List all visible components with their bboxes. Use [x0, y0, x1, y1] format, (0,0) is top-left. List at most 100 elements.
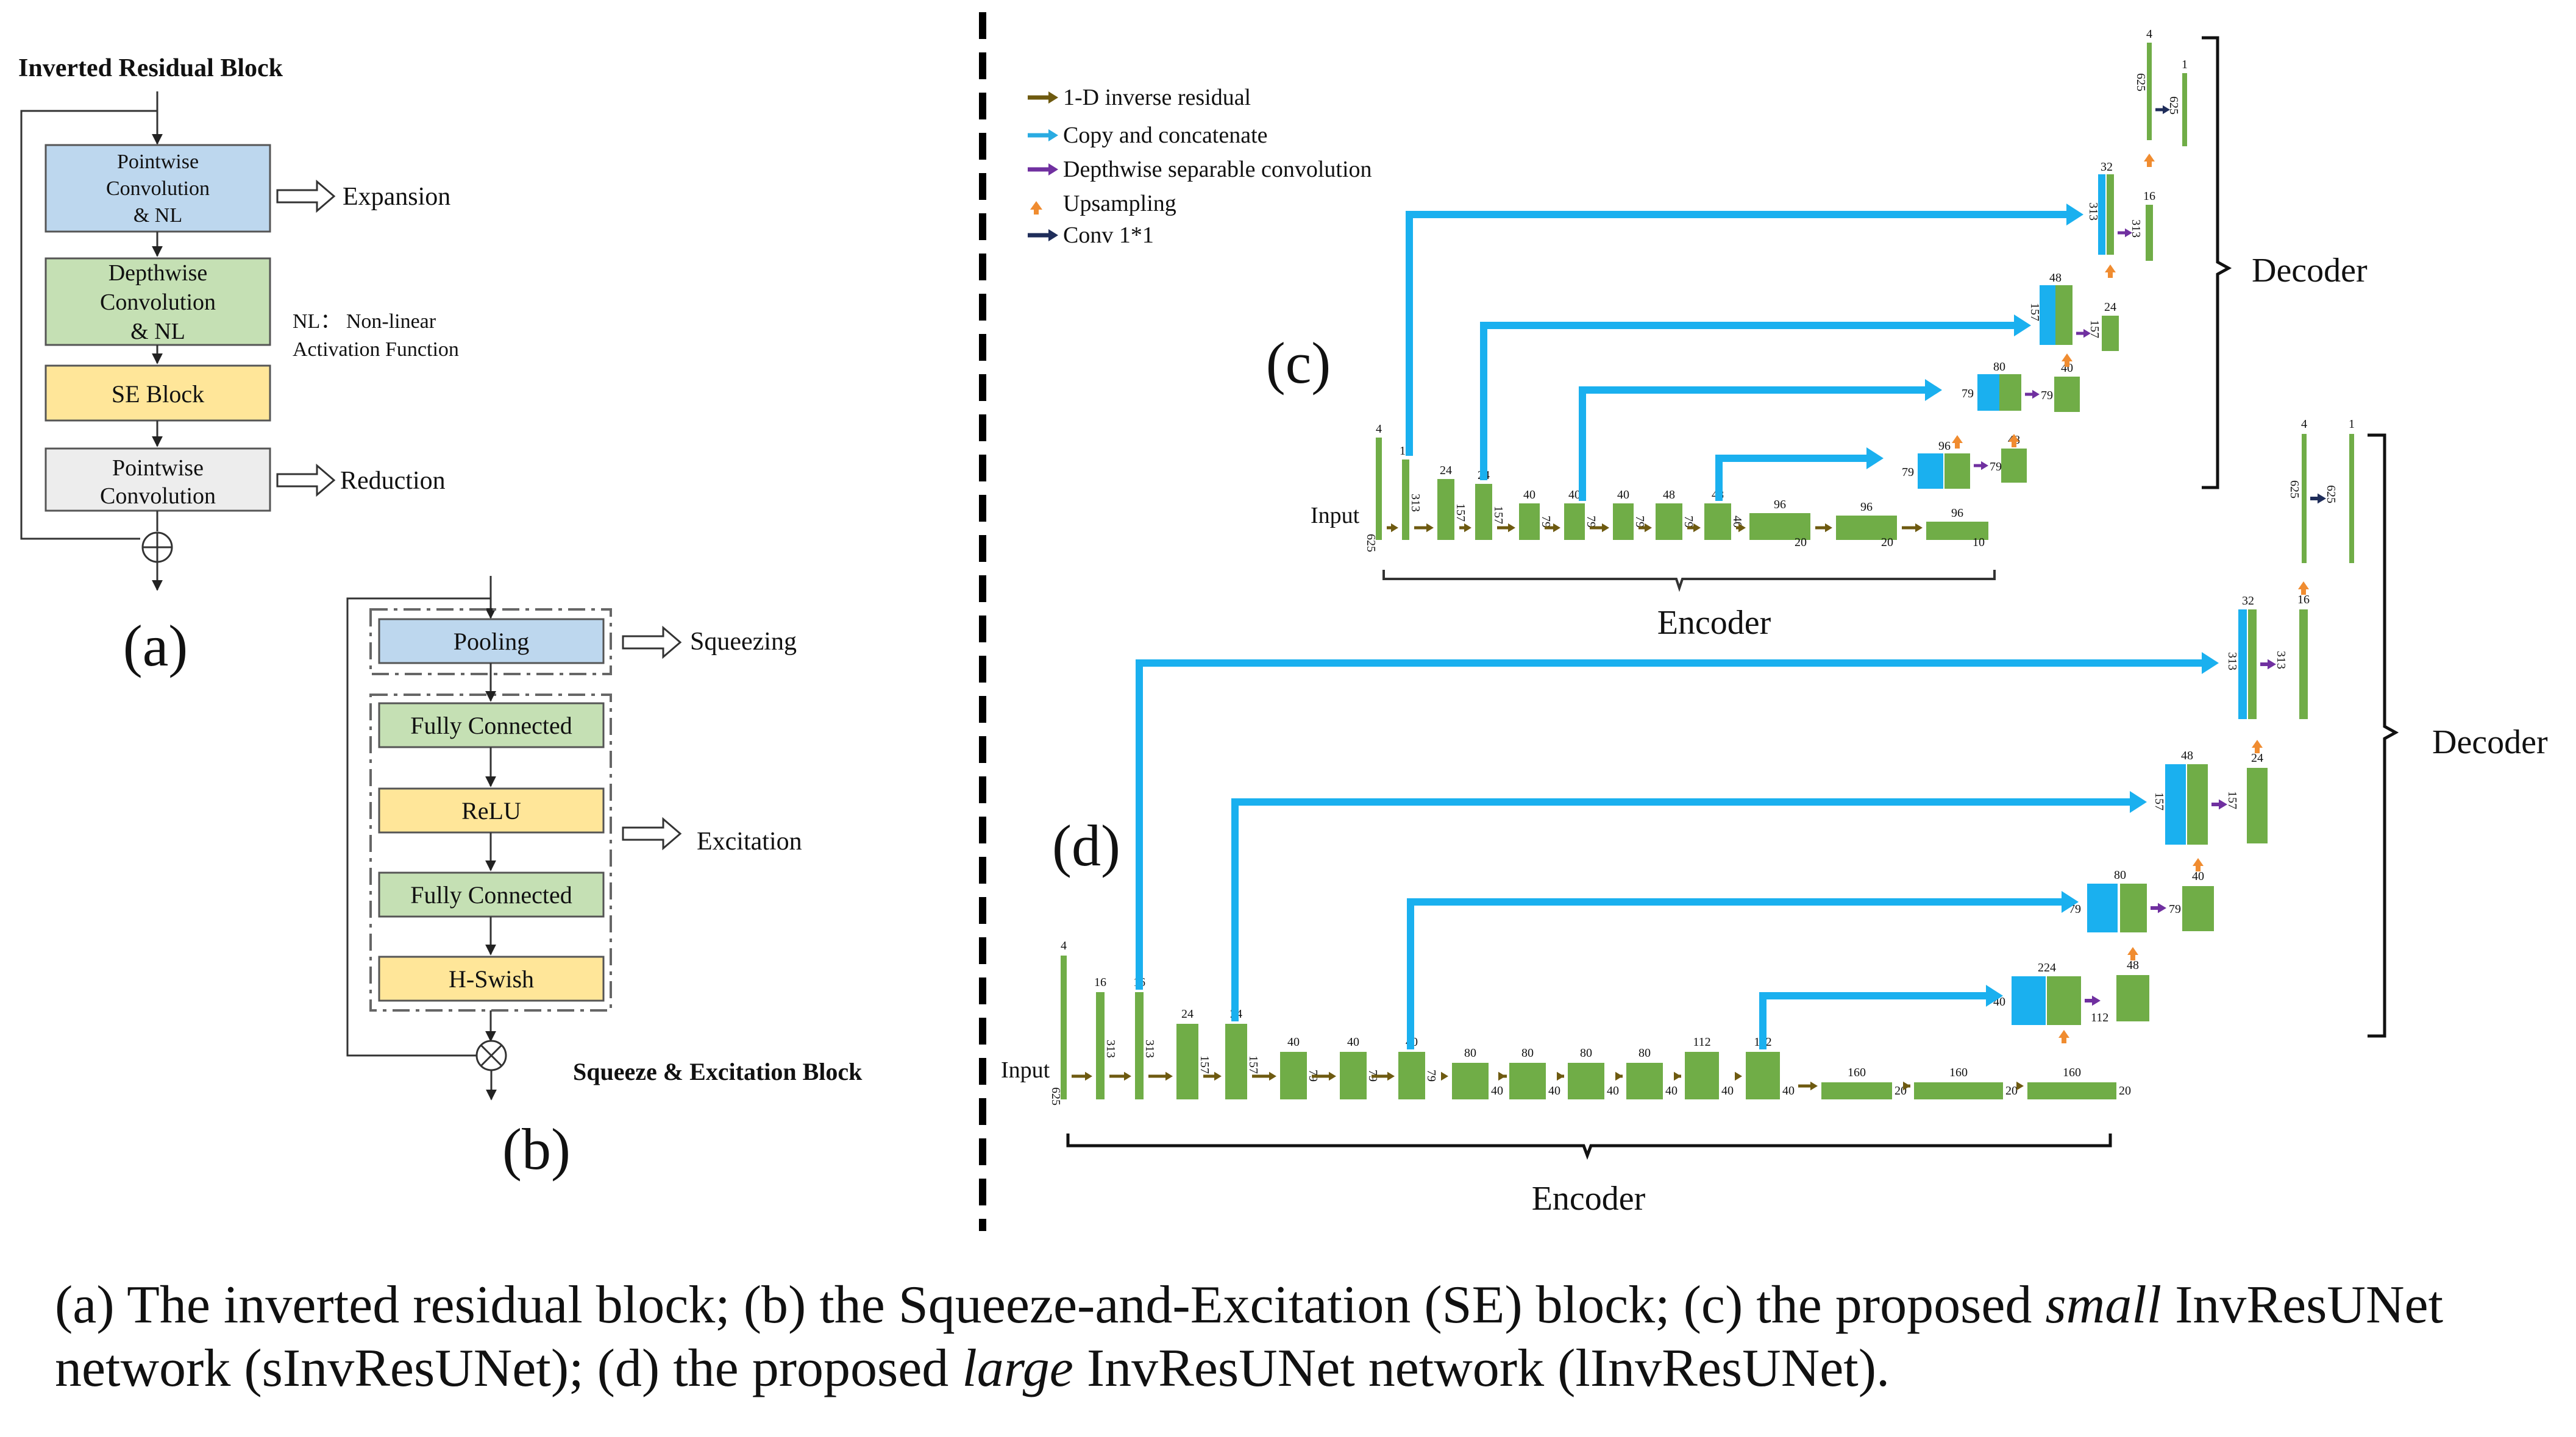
c-dec-out-4 — [2182, 73, 2187, 146]
d-skip-16-head — [2202, 652, 2219, 674]
c-dec-up-3 — [2107, 174, 2114, 255]
legend: 1-D inverse residual Copy and concatenat… — [1028, 85, 1372, 248]
d-enc-top-15: 160 — [1949, 1066, 1968, 1079]
squeeze-dashed-box — [369, 608, 612, 675]
excitation-hollow-arrow-icon — [622, 817, 682, 851]
c-dec-rtop-4: 1 — [2182, 58, 2188, 71]
d-dec-top-4: 4 — [2301, 417, 2307, 431]
c-dec-out-0 — [2001, 449, 2027, 483]
caption-part-a: (a) The inverted residual block; (b) the… — [55, 1276, 2046, 1335]
c-enc-arrow-6-head — [1602, 523, 1609, 533]
c-enc-side-9: 20 — [1795, 536, 1807, 549]
d-dec-arrow-2-head — [2219, 799, 2227, 810]
d-enc-arrow-16-head — [2016, 1081, 2024, 1091]
d-dec-upsample-3 — [2252, 740, 2263, 753]
d-enc-side-7: 79 — [1425, 1070, 1438, 1082]
d-enc-side-0: 625 — [1049, 1087, 1062, 1105]
c-dec-upsample-3 — [2105, 264, 2116, 278]
panel-d-encoder-brace — [1066, 1134, 2112, 1160]
expansion-hollow-arrow-icon — [276, 179, 336, 213]
c-dec-arrow-2-head — [2083, 328, 2091, 338]
d-dec-top-2: 48 — [2181, 749, 2193, 762]
d-enc-block-16 — [2027, 1082, 2116, 1099]
d-dec-left-3: 313 — [2226, 652, 2239, 670]
c-dec-right-0: 79 — [1990, 460, 2002, 474]
c-dec-concat-1 — [1977, 374, 1999, 411]
pw1-line1: Pointwise — [117, 151, 199, 173]
d-enc-block-4 — [1225, 1024, 1247, 1099]
legend-depthwise: Depthwise separable convolution — [1063, 157, 1372, 182]
d-dec-out-4 — [2349, 434, 2354, 563]
d-dec-up-0 — [2047, 976, 2081, 1025]
d-enc-side-16: 20 — [2119, 1084, 2131, 1098]
d-enc-arrow-8-head — [1441, 1071, 1448, 1081]
fc1-label: Fully Connected — [410, 712, 572, 739]
residual-skip-line — [20, 110, 157, 540]
d-enc-block-12 — [1685, 1052, 1719, 1099]
c-dec-rtop-2: 24 — [2104, 300, 2116, 314]
c-enc-block-6 — [1613, 503, 1634, 540]
c-enc-arrow-2-head — [1426, 523, 1434, 533]
d-enc-arrow-4-head — [1214, 1071, 1222, 1081]
c-dec-arrow-1-head — [2032, 389, 2040, 399]
excitation-label: Excitation — [697, 828, 802, 856]
caption-part-c: InvResUNet network (lInvResUNet). — [1073, 1339, 1890, 1398]
c-enc-block-10 — [1836, 516, 1897, 540]
c-enc-block-9 — [1749, 513, 1810, 540]
d-enc-side-10: 40 — [1607, 1084, 1619, 1098]
d-enc-side-12: 40 — [1721, 1084, 1734, 1098]
d-dec-upsample-4 — [2298, 581, 2309, 595]
d-enc-block-13 — [1746, 1052, 1780, 1099]
panel-c-decoder-brace — [2202, 36, 2232, 489]
panel-d-decoder-blocks: 2244048112807940794815724157323131631346… — [1136, 417, 2355, 1049]
panel-c-encoder-blocks: 4625163132415724157407940794079487948409… — [1364, 422, 1988, 552]
c-dec-out-3 — [2146, 205, 2153, 261]
panel-d-label: (d) — [1052, 813, 1120, 878]
d-dec-right-2: 157 — [2226, 791, 2239, 809]
pw1-line3: & NL — [133, 204, 182, 227]
d-dec-concat-1 — [2087, 884, 2118, 932]
d-dec-concat-0 — [2012, 976, 2046, 1025]
pointwise-reduction-block — [44, 447, 271, 512]
d-enc-side-11: 40 — [1665, 1084, 1678, 1098]
c-enc-side-0: 625 — [1364, 534, 1378, 552]
c-dec-left-2: 157 — [2028, 303, 2041, 321]
panel-d-decoder-label: Decoder — [2432, 723, 2548, 761]
dw-line3: & NL — [130, 319, 185, 344]
d-skip-16 — [1136, 659, 2202, 990]
c-enc-block-5 — [1564, 503, 1585, 540]
hswish-block — [378, 956, 605, 1002]
c-dec-top-1: 80 — [1993, 360, 2005, 374]
d-enc-arrow-9-head — [1498, 1071, 1506, 1081]
c-enc-side-10: 20 — [1881, 536, 1893, 549]
d-dec-arrow-0-head — [2092, 995, 2101, 1006]
panel-c-input-label: Input — [1311, 503, 1360, 528]
d-enc-side-4: 157 — [1247, 1056, 1260, 1074]
legend-upsampling: Upsampling — [1063, 191, 1176, 216]
c-dec-rtop-1: 40 — [2061, 361, 2073, 375]
d-dec-arrow-3-head — [2268, 659, 2276, 670]
c-dec-concat-3 — [2098, 174, 2105, 255]
d-enc-side-2: 313 — [1143, 1040, 1156, 1058]
panel-c-decoder-blocks: 9679487980794079481572415732313163134625… — [1406, 27, 2188, 501]
d-dec-rtop-4: 1 — [2349, 417, 2355, 431]
d-enc-block-11 — [1626, 1063, 1663, 1099]
legend-inverse-residual: 1-D inverse residual — [1063, 85, 1251, 110]
relu-label: ReLU — [461, 797, 521, 825]
d-enc-arrow-3-head — [1165, 1071, 1173, 1081]
d-dec-out-0 — [2116, 975, 2149, 1021]
d-skip-112-head — [1986, 985, 2003, 1007]
d-enc-arrow-15-head — [1903, 1081, 1910, 1091]
c-dec-top-4: 4 — [2146, 27, 2152, 41]
d-enc-block-1 — [1096, 992, 1105, 1099]
c-skip-48 — [1715, 455, 1866, 501]
d-enc-arrow-1-head — [1085, 1071, 1092, 1081]
d-enc-top-3: 24 — [1181, 1007, 1194, 1021]
d-enc-arrow-7-head — [1387, 1071, 1395, 1081]
c-enc-side-1: 313 — [1409, 494, 1422, 512]
d-dec-up-4 — [2302, 434, 2307, 563]
c-enc-block-2 — [1437, 479, 1454, 540]
d-dec-concat-2 — [2165, 764, 2186, 845]
c-enc-top-7: 48 — [1663, 488, 1675, 502]
c-enc-block-8 — [1704, 503, 1731, 540]
